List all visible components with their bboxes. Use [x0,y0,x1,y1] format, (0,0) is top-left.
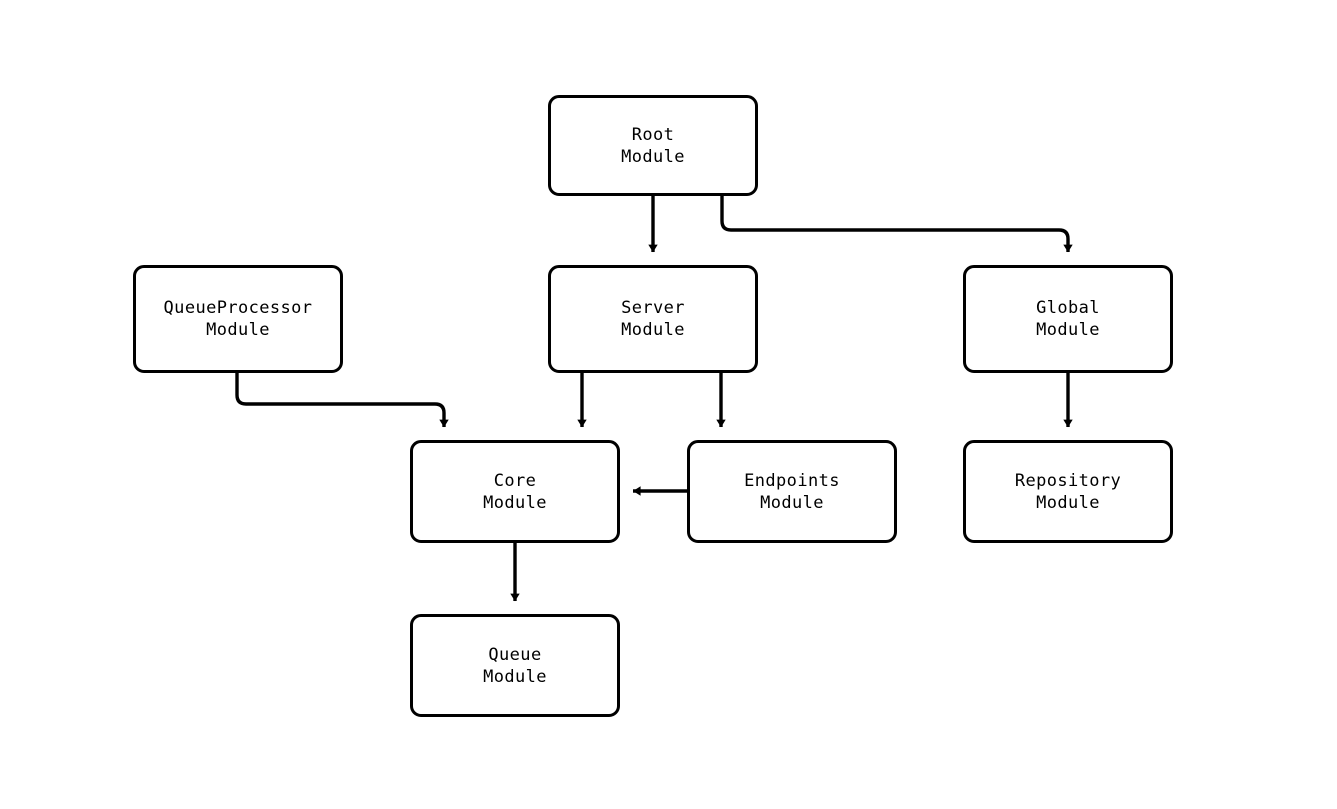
node-endpoints-module[interactable]: Endpoints Module [687,440,897,543]
node-server-module[interactable]: Server Module [548,265,758,373]
node-queueprocessor-module[interactable]: QueueProcessor Module [133,265,343,373]
node-queue-module-label: Queue Module [483,644,547,687]
node-repository-module-label: Repository Module [1014,470,1122,513]
node-repository-module[interactable]: Repository Module [963,440,1173,543]
node-core-module-label: Core Module [483,470,547,513]
edge-root-to-global [720,196,1073,253]
node-root-module[interactable]: Root Module [548,95,758,196]
node-endpoints-module-label: Endpoints Module [744,470,840,513]
edge-queueprocessor-to-core [235,373,449,428]
node-global-module-label: Global Module [1036,298,1100,340]
node-core-module[interactable]: Core Module [410,440,620,543]
node-root-module-label: Root Module [621,124,685,167]
node-queueprocessor-module-label: QueueProcessor Module [163,298,313,340]
node-queue-module[interactable]: Queue Module [410,614,620,717]
node-global-module[interactable]: Global Module [963,265,1173,373]
node-server-module-label: Server Module [621,298,685,340]
